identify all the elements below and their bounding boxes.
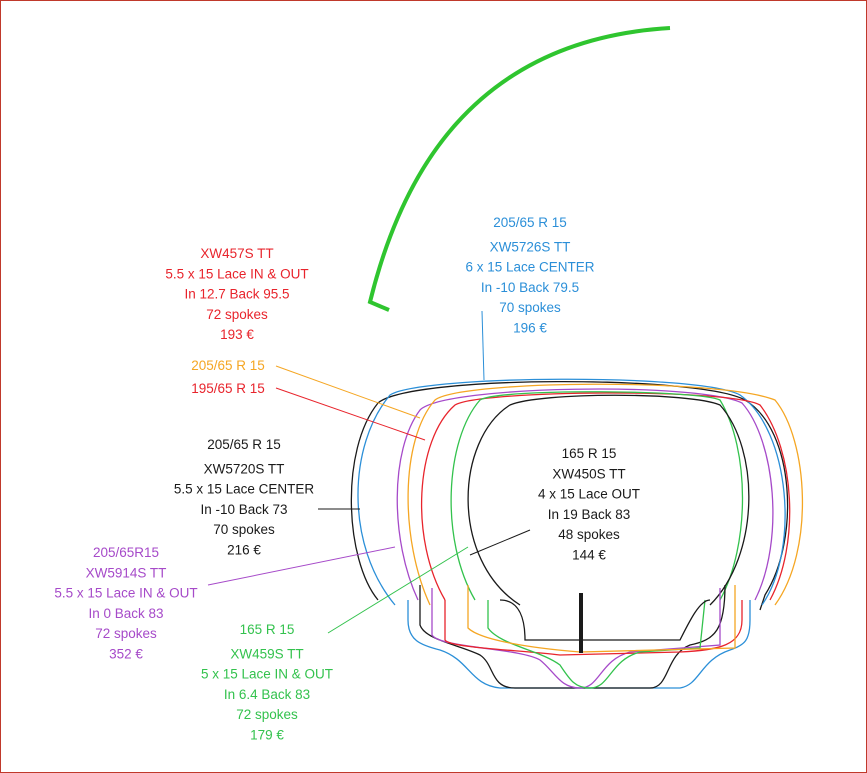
label-line: 6 x 15 Lace CENTER [465, 260, 594, 275]
label-line: 193 € [220, 327, 254, 342]
label-line: In 19 Back 83 [548, 507, 631, 522]
label-line: 4 x 15 Lace OUT [538, 487, 640, 502]
label-xw5720s: 205/65 R 15 XW5720S TT 5.5 x 15 Lace CENTE… [174, 437, 315, 558]
tire-profile-green [450, 391, 744, 601]
label-line: 216 € [227, 543, 261, 558]
rim-profile-black [419, 584, 726, 689]
label-line: 72 spokes [236, 707, 298, 722]
label-line: In 6.4 Back 83 [224, 687, 310, 702]
label-line: XW450S TT [552, 466, 625, 481]
label-line: 205/65R15 [93, 545, 159, 560]
label-line: XW457S TT [200, 246, 273, 261]
leader-line-orange [275, 365, 421, 419]
rim-profile-purple [431, 588, 721, 689]
leader-line-red [275, 387, 426, 441]
label-line: 179 € [250, 728, 284, 743]
label-line: XW5726S TT [490, 239, 571, 254]
fender-arc [367, 26, 671, 312]
tire-profile-black [350, 380, 789, 611]
label-line: In 0 Back 83 [88, 606, 163, 621]
label-line: 144 € [572, 548, 606, 563]
tire-profile-red [420, 392, 791, 601]
tire-profile-black-inner [467, 394, 750, 606]
leader-line-blue [481, 310, 485, 381]
label-line: 48 spokes [558, 527, 620, 542]
label-line: 70 spokes [499, 300, 561, 315]
label-line: 70 spokes [213, 522, 275, 537]
label-line: 165 R 15 [562, 446, 617, 461]
label-xw450s: 165 R 15 XW450S TT 4 x 15 Lace OUT In 19 Ba… [538, 446, 640, 563]
label-line: 196 € [513, 321, 547, 336]
rim-profile-blue [407, 600, 751, 689]
label-line: In -10 Back 79.5 [481, 280, 579, 295]
tire-profile-orange [407, 383, 804, 606]
label-xw5726s: 205/65 R 15 XW5726S TT 6 x 15 Lace CENTER I… [465, 215, 594, 336]
leader-line-green [327, 546, 469, 634]
label-line: 165 R 15 [240, 622, 295, 637]
label-line: 72 spokes [206, 307, 268, 322]
tire-profile-blue [357, 378, 786, 606]
label-line: XW5914S TT [86, 565, 167, 580]
label-line: 205/65 R 15 [493, 215, 567, 230]
label-xw459s: 165 R 15 XW459S TT 5 x 15 Lace IN & OUT In … [201, 622, 333, 743]
label-line: 5.5 x 15 Lace IN & OUT [54, 586, 197, 601]
label-line: 352 € [109, 647, 143, 662]
label-line: 5.5 x 15 Lace CENTER [174, 482, 315, 497]
label-line: In 12.7 Back 95.5 [184, 287, 289, 302]
leader-line-purple [207, 546, 396, 586]
label-line: In -10 Back 73 [200, 502, 287, 517]
label-line: XW459S TT [230, 646, 303, 661]
rim-profile-red [444, 600, 743, 656]
label-red-tire-size: 195/65 R 15 [191, 381, 265, 396]
label-line: 72 spokes [95, 626, 157, 641]
rim-profile-black-center [499, 599, 711, 641]
label-orange-tire-size: 205/65 R 15 [191, 358, 265, 373]
leader-line-inner [469, 529, 531, 556]
tire-profile-purple [396, 388, 774, 601]
label-line: XW5720S TT [204, 461, 285, 476]
label-line: 5 x 15 Lace IN & OUT [201, 667, 333, 682]
label-line: 5.5 x 15 Lace IN & OUT [165, 266, 308, 281]
label-xw457s: XW457S TT 5.5 x 15 Lace IN & OUT In 12.7 B… [165, 246, 308, 342]
label-line: 205/65 R 15 [207, 437, 281, 452]
